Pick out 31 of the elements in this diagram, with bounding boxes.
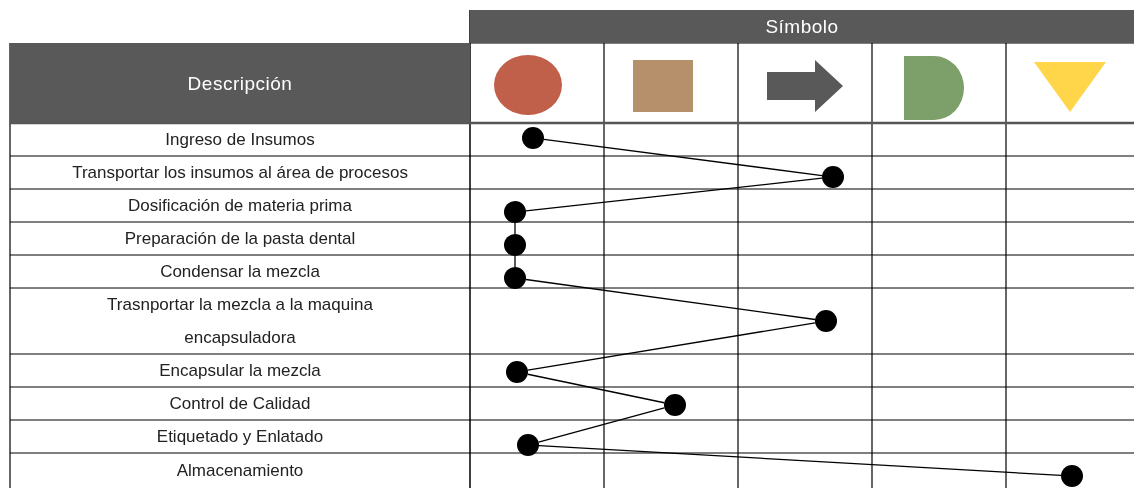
connector-line: [543, 138, 823, 177]
connector-line: [527, 322, 816, 371]
row-label: Dosificación de materia prima: [127, 195, 353, 217]
dot-marker: [822, 166, 844, 188]
dot-marker: [504, 234, 526, 256]
connector-line: [537, 407, 666, 443]
row-label: Condensar la mezcla: [159, 261, 321, 283]
dot-marker: [815, 310, 837, 332]
dot-marker: [1061, 465, 1083, 487]
column-header: Descripción: [10, 43, 470, 123]
connector-line: [525, 177, 823, 212]
row-label: Encapsular la mezcla: [158, 360, 322, 382]
column-header: Símbolo: [470, 10, 1134, 43]
row-label: Trasnportar la mezcla a la maquina encapsuladora: [106, 294, 374, 349]
row-label: Ingreso de Insumos: [164, 129, 316, 151]
row-label: Preparación de la pasta dental: [123, 228, 357, 250]
connector-line: [514, 222, 516, 235]
row-label: Etiquetado y Enlatado: [155, 426, 325, 448]
row-label: Control de Calidad: [168, 393, 312, 415]
row-label: Transportar los insumos al área de procesos: [71, 162, 409, 184]
dot-marker: [504, 201, 526, 223]
connector-line: [525, 278, 816, 321]
dot-marker: [504, 267, 526, 289]
dot-marker: [522, 127, 544, 149]
dot-marker: [517, 434, 539, 456]
row-label: Almacenamiento: [175, 460, 305, 482]
connector-line: [514, 255, 516, 268]
dot-marker: [664, 394, 686, 416]
connector-line: [538, 445, 1062, 476]
connector-line: [527, 373, 665, 404]
dot-marker: [506, 361, 528, 383]
